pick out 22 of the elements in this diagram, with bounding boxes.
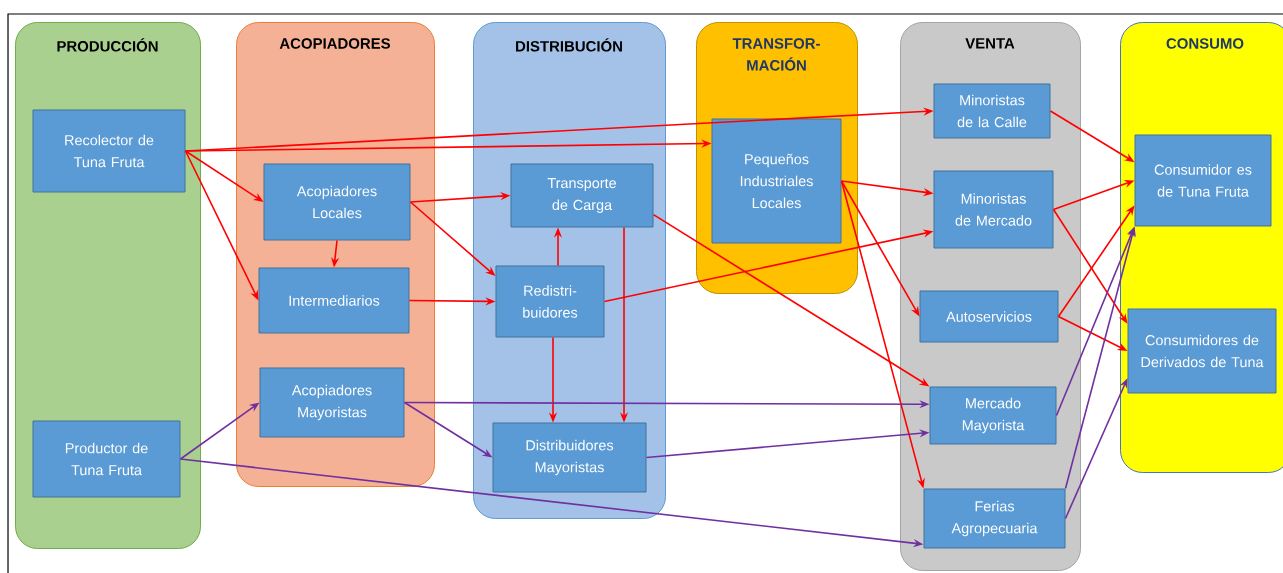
process-box: Ferias Agropecuaria (923, 488, 1066, 549)
process-box: Acopiadores Locales (263, 163, 411, 241)
band-heading: DISTRIBUCIÓN (516, 38, 622, 52)
band-heading: PRODUCCIÓN (57, 38, 158, 52)
process-box: Autoservicios (919, 290, 1059, 343)
band-heading: CONSUMO (1166, 38, 1244, 49)
process-box: Distribuidores Mayoristas (492, 422, 647, 493)
process-box: Pequeños Industriales Locales (711, 118, 842, 244)
process-box: Redistri- buidores (495, 265, 605, 338)
process-box: Minoristas de Mercado (933, 170, 1054, 249)
process-box: Consumidores de Derivados de Tuna (1127, 308, 1277, 394)
band-heading: TRANSFOR- MACIÓN (732, 38, 820, 71)
process-box: Transporte de Carga (510, 163, 654, 228)
process-box: Minoristas de la Calle (933, 83, 1051, 139)
process-box: Intermediarios (258, 267, 410, 334)
process-box: Acopiadores Mayoristas (259, 367, 405, 438)
process-box: Productor de Tuna Fruta (32, 420, 181, 498)
band-heading: ACOPIADORES (279, 38, 391, 49)
process-box: Consumidor es de Tuna Fruta (1134, 134, 1272, 227)
process-box: Mercado Mayorista (929, 386, 1057, 445)
process-box: Recolector de Tuna Fruta (32, 109, 186, 193)
band-heading: VENTA (965, 38, 1015, 49)
